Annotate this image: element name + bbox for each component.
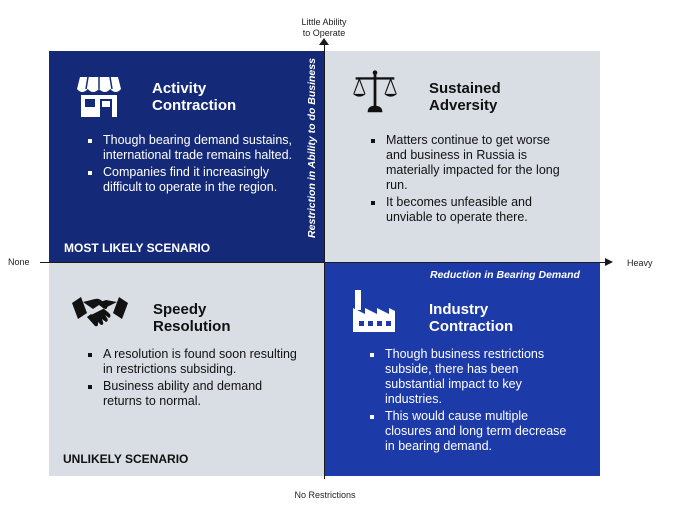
bullet-list: Matters continue to get worse and busine… xyxy=(368,133,568,227)
quadrant-sustained-adversity: Sustained Adversity Matters continue to … xyxy=(325,51,600,262)
list-item: It becomes unfeasible and unviable to op… xyxy=(368,195,568,225)
scenario-label: MOST LIKELY SCENARIO xyxy=(64,241,211,255)
quadrant-title: Speedy Resolution xyxy=(153,301,231,335)
arrow-right-icon xyxy=(605,258,613,266)
list-item: Though business restrictions subside, th… xyxy=(367,347,572,407)
list-item: Matters continue to get worse and busine… xyxy=(368,133,568,193)
list-item: Though bearing demand sustains, internat… xyxy=(85,133,297,163)
handshake-icon xyxy=(72,297,128,327)
list-item: A resolution is found soon resulting in … xyxy=(85,347,297,377)
scenario-label: UNLIKELY SCENARIO xyxy=(63,452,189,466)
list-item: Companies find it increasingly difficult… xyxy=(85,165,297,195)
quadrant-title: Sustained Adversity xyxy=(429,80,501,114)
quadrant-title: Industry Contraction xyxy=(429,301,514,335)
horizontal-axis-name: Reduction in Bearing Demand xyxy=(430,269,580,281)
list-item: Business ability and demand returns to n… xyxy=(85,379,297,409)
factory-icon xyxy=(353,290,395,332)
bullet-list: Though business restrictions subside, th… xyxy=(367,347,572,456)
scales-icon xyxy=(352,70,398,113)
list-item: This would cause multiple closures and l… xyxy=(367,409,572,454)
top-axis-label: Little Ability to Operate xyxy=(301,17,347,38)
quadrant-activity-contraction: Activity Contraction Though bearing dema… xyxy=(49,51,324,262)
vertical-axis-name: Restriction in Ability to do Business xyxy=(306,58,318,238)
bottom-axis-label: No Restrictions xyxy=(294,490,356,500)
bullet-list: A resolution is found soon resulting in … xyxy=(85,347,297,411)
horizontal-axis-line xyxy=(40,262,606,263)
left-axis-label: None xyxy=(8,257,30,267)
bullet-list: Though bearing demand sustains, internat… xyxy=(85,133,297,197)
arrow-up-icon xyxy=(319,38,329,45)
vertical-axis-line xyxy=(324,43,325,479)
storefront-icon xyxy=(77,76,121,117)
quadrant-industry-contraction: Industry Contraction Though business res… xyxy=(325,263,600,476)
right-axis-label: Heavy xyxy=(627,258,653,268)
quadrant-speedy-resolution: Speedy Resolution A resolution is found … xyxy=(49,263,324,476)
quadrant-title: Activity Contraction xyxy=(152,80,237,114)
